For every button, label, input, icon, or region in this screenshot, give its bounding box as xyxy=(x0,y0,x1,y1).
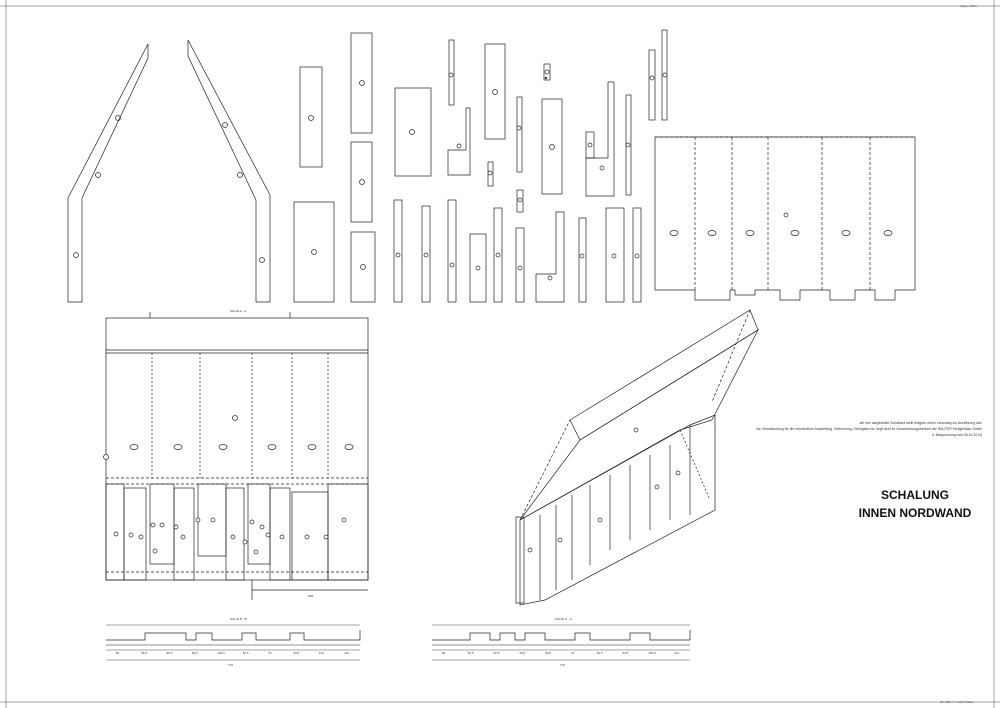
dimension-label: 94.5 xyxy=(294,651,300,655)
dimension-label: 112 xyxy=(344,651,349,655)
title-line-1: SCHALUNG xyxy=(881,488,949,502)
section-left-dims: 90 56.5 96.5 52.5 102.5 52.5 70 94.5 113 112 xyxy=(116,651,350,655)
isometric-view xyxy=(515,309,759,606)
dimension-label: 22.5 xyxy=(494,651,500,655)
dimension-label: 52.5 xyxy=(192,651,198,655)
dimension-label: 52.5 xyxy=(597,651,603,655)
section-right xyxy=(432,624,691,661)
dimension-label: 113 xyxy=(319,651,324,655)
project-number: Allgem 2013 xyxy=(960,4,977,8)
dimension-label: 52.5 xyxy=(468,651,474,655)
piece-right-strip xyxy=(654,136,916,301)
section-right-total: 770 xyxy=(560,663,565,667)
dimension-label: 96.5 xyxy=(167,651,173,655)
piece-right-arm xyxy=(187,39,271,303)
dimension-label: 162.5 xyxy=(648,651,656,655)
title-line-2: INNEN NORDWAND xyxy=(858,506,972,520)
note-line-1: -die hier dargestellte Schalhaut stellt … xyxy=(858,421,982,425)
dimension-label: 113 xyxy=(674,651,679,655)
dimension-label: 54.5 xyxy=(623,651,629,655)
dimension-label: 70 xyxy=(571,651,575,655)
title-stamp: 10 / 001 / 7 / 165.2 (Skal) xyxy=(940,700,974,704)
flat-pattern-pieces xyxy=(67,29,916,303)
section-right-dims: 90 52.5 22.5 36.5 52.5 70 52.5 54.5 162.5 113 xyxy=(442,651,679,655)
dimension-label: 102.5 xyxy=(217,651,225,655)
dimension-label: 52.5 xyxy=(545,651,551,655)
disclaimer-note: -die hier dargestellte Schalhaut stellt … xyxy=(716,420,982,438)
section-left xyxy=(106,624,361,661)
section-left-label: Schnitt B - B xyxy=(230,617,247,621)
elevation-view xyxy=(103,312,369,600)
dimension-label: 36.5 xyxy=(519,651,525,655)
section-left-total: 770 xyxy=(228,663,233,667)
elevation-label: Schnitt A - A xyxy=(230,309,246,313)
dimension-label: 56.5 xyxy=(141,651,147,655)
section-right-label: Schnitt C - C xyxy=(555,617,573,621)
dimension-label: 90 xyxy=(116,651,120,655)
piece-left-arm xyxy=(67,43,149,303)
dimension-label: 90 xyxy=(442,651,446,655)
note-line-2: die Verantwortung für die erforderliche … xyxy=(756,427,982,431)
dimension-label: 52.5 xyxy=(243,651,249,655)
drawing-title: SCHALUNG INNEN NORDWAND xyxy=(850,486,980,522)
note-line-3: lt. Besprechung vom 05.10.2013) xyxy=(932,433,982,437)
dimension-label: 70 xyxy=(268,651,272,655)
elevation-dim: 308 xyxy=(308,594,313,598)
